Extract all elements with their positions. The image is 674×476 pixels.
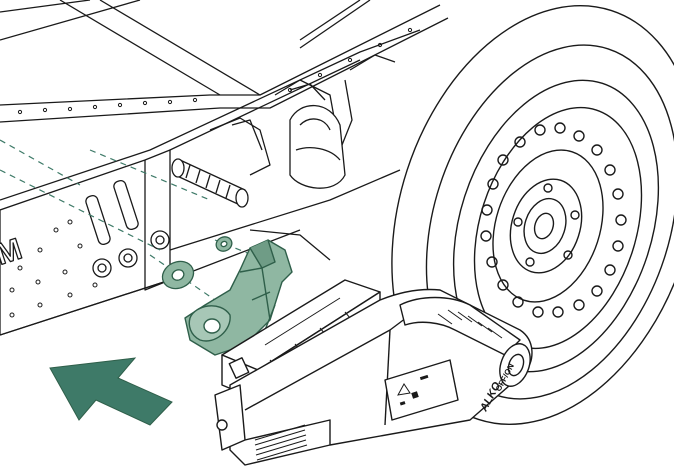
lug-nuts: [513, 183, 580, 267]
wheel-lock: [214, 279, 533, 466]
jaw-grip: [437, 309, 503, 339]
frame-holes: [9, 219, 98, 318]
wheel-holes: [480, 122, 627, 318]
chassis-frame: M: [0, 0, 449, 336]
frame-slots: [85, 180, 170, 278]
barcode-marks: [399, 374, 429, 406]
washers: [161, 236, 233, 290]
rail-holes: [17, 27, 413, 115]
warning-triangle-icon: [397, 383, 411, 396]
label-plate: [384, 359, 459, 421]
washer-large: [161, 260, 195, 290]
vent-slots: [254, 424, 308, 461]
washer-small: [215, 236, 233, 252]
arrow-up-right-icon: [49, 357, 173, 426]
